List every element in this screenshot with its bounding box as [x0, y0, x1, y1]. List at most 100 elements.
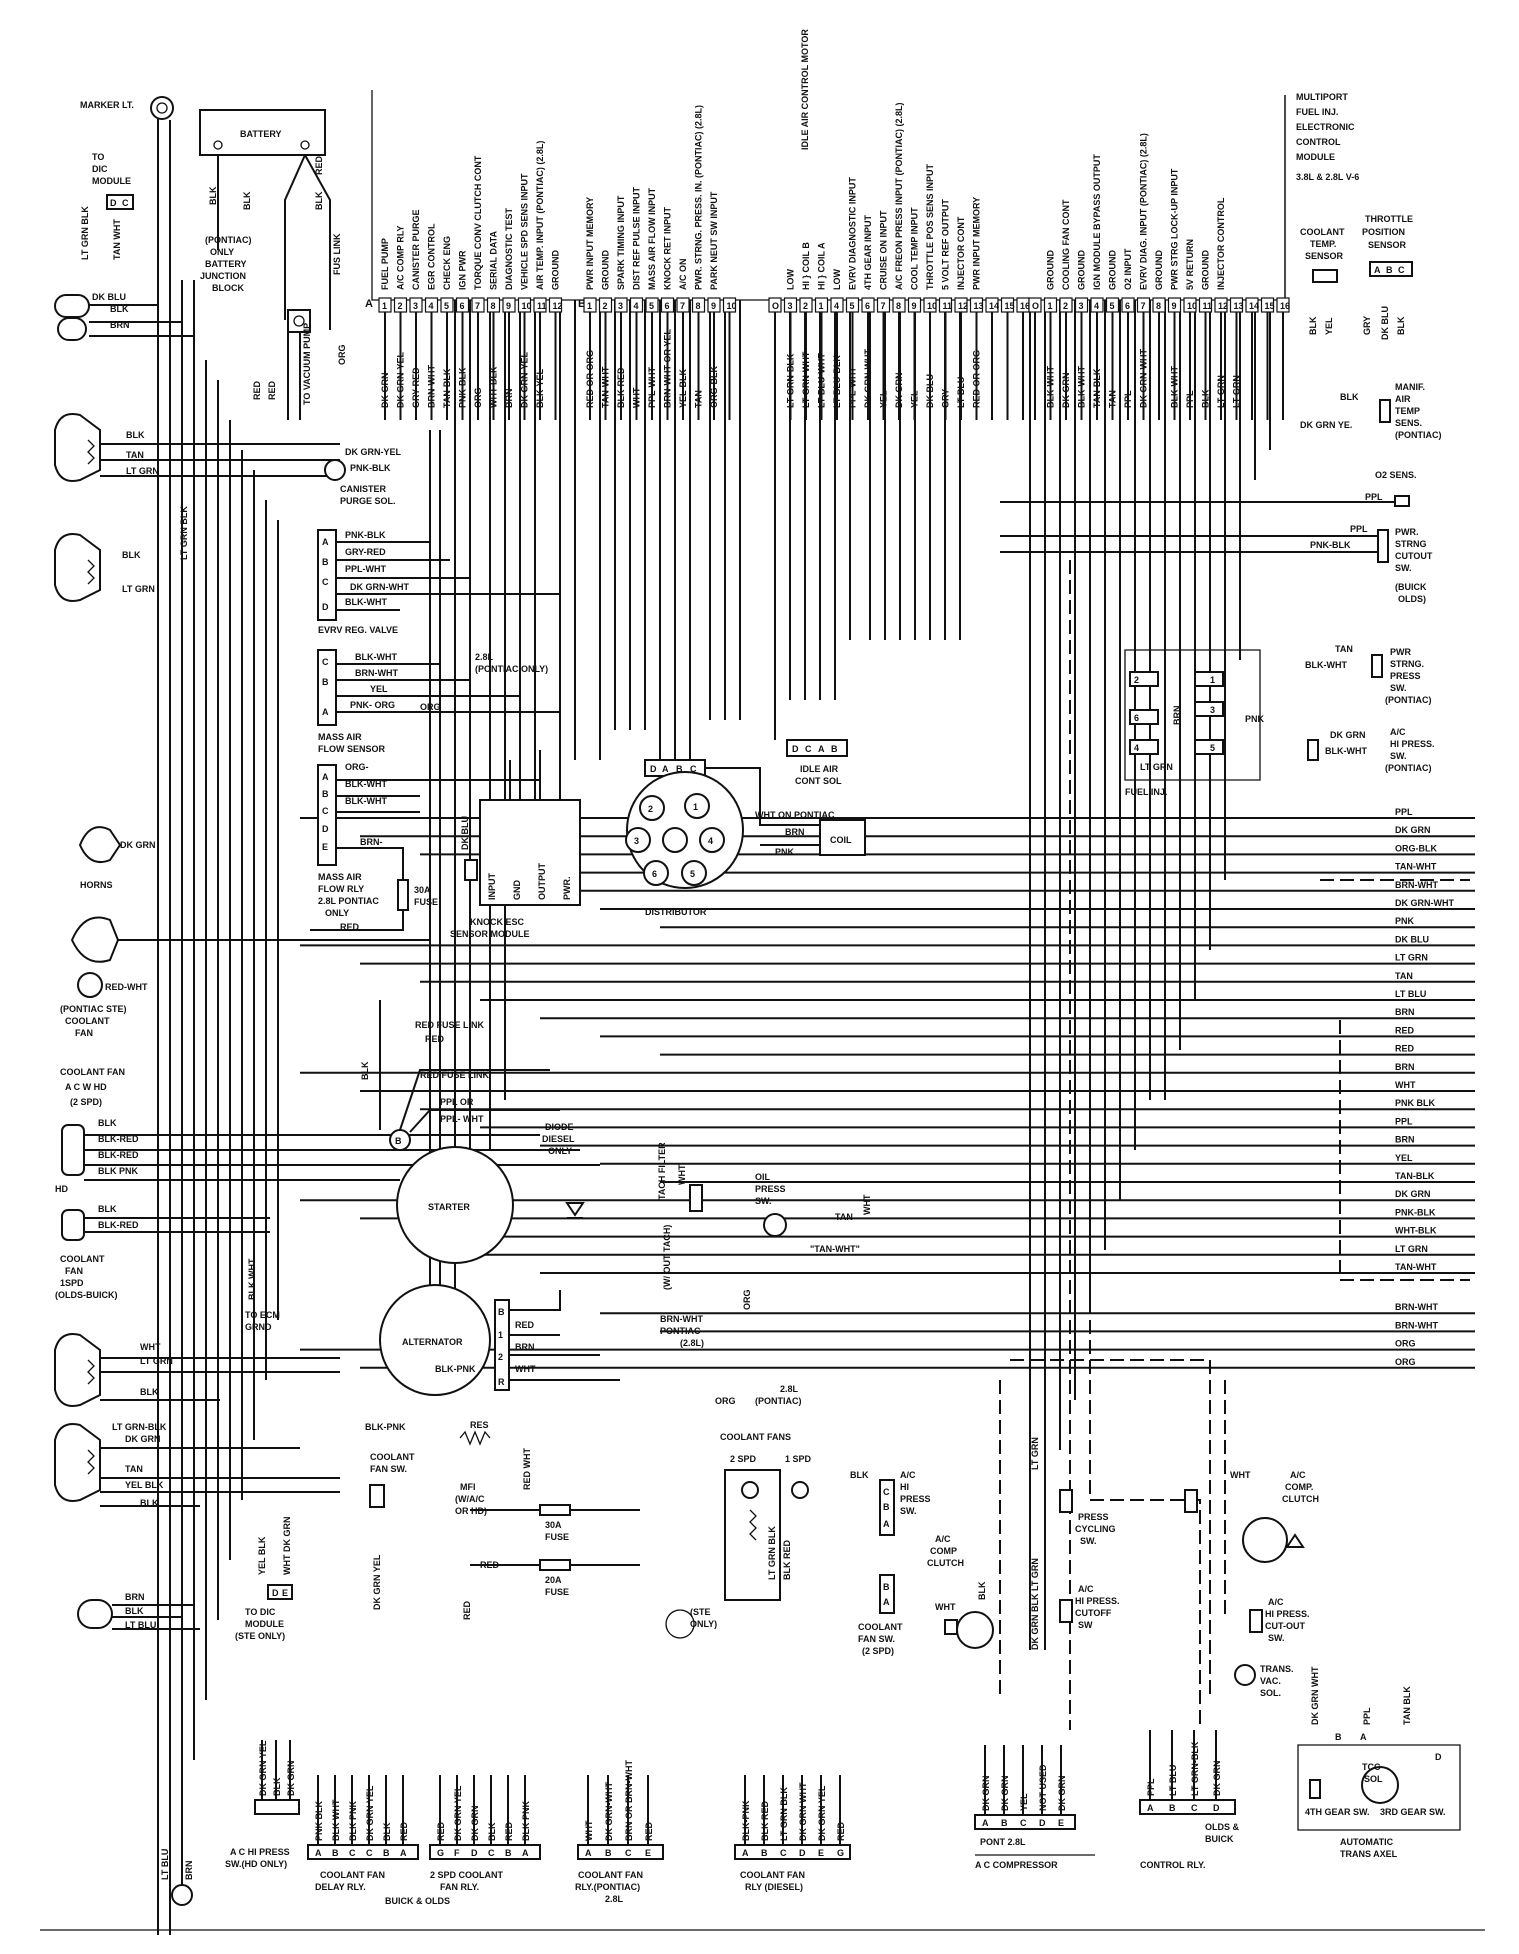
- pin-function: GROUND: [601, 250, 611, 290]
- svg-text:BRN-WHT: BRN-WHT: [355, 668, 398, 678]
- pin-box: [1245, 297, 1259, 313]
- connector-pin-letter: D: [799, 1848, 806, 1858]
- pin-wire-color: LT GRN: [1232, 375, 1242, 408]
- pin-number: 12: [553, 301, 563, 311]
- svg-text:A/C: A/C: [935, 1534, 951, 1544]
- svg-text:GND: GND: [512, 880, 522, 901]
- pin-wire-color: PPL-WHT: [647, 367, 657, 408]
- pin-box: [1152, 297, 1166, 313]
- svg-text:DK GRN: DK GRN: [125, 1434, 161, 1444]
- pin-box: [1000, 297, 1015, 313]
- svg-text:COOLANT: COOLANT: [370, 1452, 415, 1462]
- svg-text:PWR: PWR: [1390, 647, 1411, 657]
- svg-text:C: C: [122, 198, 129, 208]
- pin-number: 7: [475, 301, 480, 311]
- pin-function: MASS AIR FLOW INPUT: [647, 187, 657, 290]
- pin-function: DIAGNOSTIC TEST: [504, 207, 514, 290]
- pin-wire-color: PPL: [1123, 390, 1133, 408]
- fuel-inj-label: FUEL INJ.: [1125, 787, 1167, 797]
- ac-hi-press-cutout-sw: A/C HI PRESS. CUT-OUT SW.: [1249, 1597, 1310, 1643]
- svg-text:1SPD: 1SPD: [60, 1278, 84, 1288]
- knock-esc-module: INPUT GND OUTPUT PWR. KNOCK ESC SENSOR M…: [450, 750, 581, 939]
- svg-text:PWR.: PWR.: [562, 877, 572, 901]
- wire-lt-grn: LT GRN: [126, 466, 159, 476]
- pin-box: [1028, 297, 1042, 313]
- marker-light-lower: BRN BLK LT BLU: [77, 1592, 200, 1630]
- ac-hi-press-switch: C B A A/C HI PRESS SW. BLK: [850, 1470, 931, 1536]
- pin-number: 11: [1203, 301, 1213, 311]
- pin-box: [907, 297, 922, 313]
- connector-pin-letter: E: [645, 1848, 651, 1858]
- svg-text:JUNCTION: JUNCTION: [200, 271, 246, 281]
- pin-wire-color: ORG-BLK: [709, 366, 719, 408]
- knock-esc-sensor-module-label: SENSOR MODULE: [450, 929, 530, 939]
- connector-pin-letter: A: [315, 1848, 322, 1858]
- svg-text:ORG: ORG: [420, 702, 441, 712]
- pin-number: 7: [1141, 301, 1146, 311]
- pin-box: [830, 297, 844, 313]
- pin-function: A/C ON: [678, 259, 688, 291]
- svg-text:30A: 30A: [545, 1520, 562, 1530]
- pin-number: 6: [1125, 301, 1130, 311]
- svg-text:D: D: [322, 602, 329, 612]
- pin-function: GROUND: [1201, 250, 1211, 290]
- starter-label: STARTER: [428, 1202, 470, 1212]
- connector-wire-color: RED: [399, 1821, 409, 1841]
- horns: DK GRN HORNS: [70, 826, 430, 963]
- pin-wire-color: BLK-YEL: [535, 369, 545, 408]
- svg-text:B: B: [831, 744, 838, 754]
- svg-text:BRN-: BRN-: [360, 837, 383, 847]
- svg-text:LT GRN: LT GRN: [1140, 762, 1173, 772]
- pin-number: 12: [1218, 301, 1228, 311]
- connector-wire-color: BLK: [382, 1822, 392, 1841]
- svg-text:YEL: YEL: [1324, 317, 1334, 335]
- svg-text:DIC: DIC: [92, 164, 108, 174]
- throttle-position-sensor-label: SENSOR: [1368, 240, 1407, 250]
- ste-only: (STE ONLY): [665, 1607, 717, 1639]
- pin-wire-color: BLK-RED: [616, 367, 626, 408]
- svg-text:DIODE: DIODE: [545, 1122, 574, 1132]
- svg-text:STRNG: STRNG: [1395, 539, 1427, 549]
- ac-hi-press-sw-pontiac: A/C HI PRESS. SW. (PONTIAC) DK GRN BLK-W…: [1307, 727, 1435, 773]
- svg-text:A/C: A/C: [1290, 1470, 1306, 1480]
- svg-text:1: 1: [1210, 675, 1215, 685]
- svg-text:PWR.: PWR.: [1395, 527, 1419, 537]
- right-harness-bus: [300, 817, 1475, 1369]
- svg-text:COOLANT: COOLANT: [1300, 227, 1345, 237]
- pin-wire-color: RED OR ORG: [585, 350, 595, 408]
- svg-text:4: 4: [708, 836, 713, 846]
- pin-number: O: [772, 301, 779, 311]
- pin-box: [1059, 297, 1073, 313]
- connector-wire-color: WHT: [584, 1820, 594, 1841]
- pin-function: GROUND: [551, 250, 561, 290]
- harness-wire-label: BRN-WHT: [1395, 1320, 1438, 1330]
- pin-number: 15: [1005, 301, 1015, 311]
- connector-pin-letter: F: [454, 1848, 460, 1858]
- to-ecm-grnd-label: GRND: [245, 1322, 272, 1332]
- svg-text:DK GRN: DK GRN: [1330, 730, 1366, 740]
- svg-text:PNK: PNK: [775, 847, 795, 857]
- svg-text:A: A: [818, 744, 825, 754]
- svg-text:COMP.: COMP.: [1285, 1482, 1313, 1492]
- evrv-reg-valve-label: EVRV REG. VALVE: [318, 625, 398, 635]
- red-fuse-link-2: RED FUSE LINK: [420, 1070, 490, 1080]
- svg-text:BLK PNK: BLK PNK: [98, 1166, 138, 1176]
- svg-text:PRESS: PRESS: [1390, 671, 1421, 681]
- svg-text:RED-WHT: RED-WHT: [105, 982, 148, 992]
- svg-text:PPL-WHT: PPL-WHT: [345, 564, 386, 574]
- fuses-30a-20a: 30A FUSE 20A FUSE: [470, 1504, 640, 1597]
- pin-number: 16: [1020, 301, 1030, 311]
- one-spd-label: 1 SPD: [785, 1454, 812, 1464]
- pin-number: 7: [881, 301, 886, 311]
- svg-text:A C W HD: A C W HD: [65, 1082, 107, 1092]
- svg-text:COMP: COMP: [930, 1546, 957, 1556]
- svg-text:PNK- ORG: PNK- ORG: [350, 700, 395, 710]
- harness-wire-label: PPL: [1395, 807, 1413, 817]
- svg-text:YEL BLK: YEL BLK: [257, 1536, 267, 1575]
- svg-text:TAN: TAN: [1335, 644, 1353, 654]
- svg-text:C: C: [322, 657, 329, 667]
- connector-wire-color: DK GRN-WHT: [604, 1782, 614, 1841]
- connector-wire-color: DK GRN: [286, 1761, 296, 1797]
- pin-number: 14: [989, 301, 999, 311]
- svg-text:FLOW RLY: FLOW RLY: [318, 884, 364, 894]
